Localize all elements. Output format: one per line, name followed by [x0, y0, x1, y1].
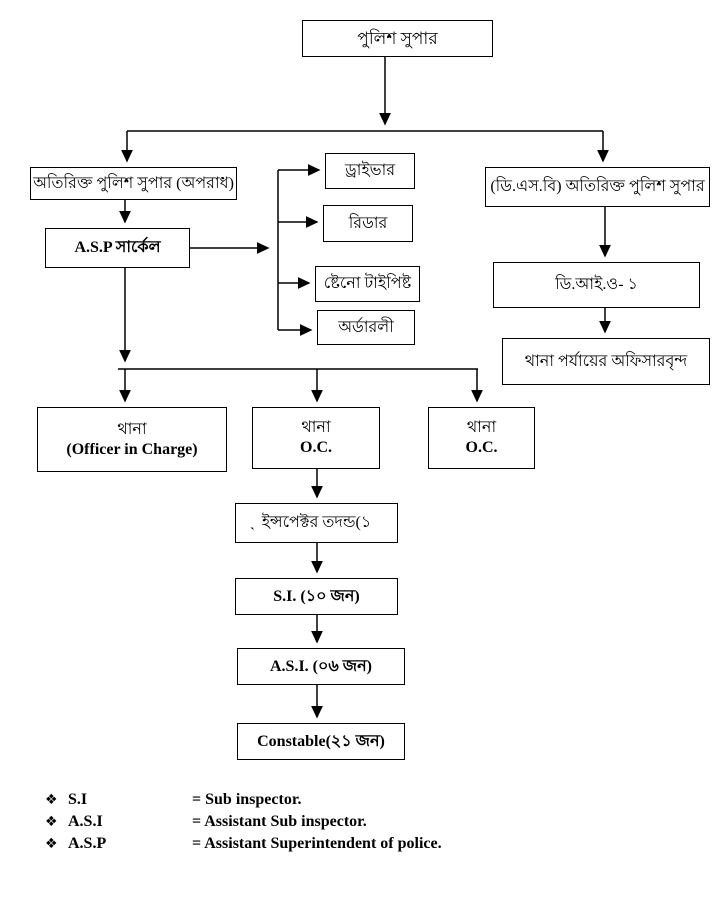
node-thana-level-officers: থানা পর্যায়ের অফিসারবৃন্দ [502, 338, 710, 385]
node-asp-circle: A.S.P সার্কেল [45, 228, 190, 268]
node-si: S.I. (১০ জন) [235, 578, 398, 615]
legend-term: A.S.I [68, 813, 103, 830]
inspector-stray-mark: ` [250, 525, 255, 541]
node-asi: A.S.I. (০৬ জন) [237, 648, 405, 685]
node-thana-officer-in-charge: থানা (Officer in Charge) [37, 407, 227, 472]
node-thana-oic-line2: (Officer in Charge) [66, 440, 198, 458]
node-reader: রিডার [323, 205, 413, 242]
diamond-bullet-icon: ❖ [45, 837, 58, 852]
node-thana-oc-right: থানা O.C. [428, 407, 535, 469]
legend-term: A.S.P [68, 835, 107, 852]
node-orderly: অর্ডারলী [317, 310, 415, 345]
node-thana-oc-right-line2: O.C. [465, 439, 498, 456]
legend-row-asi: ❖ A.S.I = Assistant Sub inspector. [45, 813, 605, 835]
legend-term: S.I [68, 791, 88, 808]
connector-group [118, 57, 611, 719]
node-dio-1: ডি.আই.ও- ১ [493, 262, 700, 308]
node-thana-oic-line1: থানা [117, 420, 147, 438]
node-police-super: পুলিশ সুপার [302, 20, 493, 57]
node-inspector-investigation: ইন্সপেক্টর তদন্ড(১ ` [235, 503, 398, 543]
node-thana-oc-right-line1: থানা [466, 419, 497, 436]
legend-row-asp: ❖ A.S.P = Assistant Superintendent of po… [45, 835, 605, 857]
node-steno-typist: ষ্টেনো টাইপিষ্ট [315, 266, 420, 302]
node-inspector-label: ইন্সপেক্টর তদন্ড(১ [261, 514, 372, 531]
legend-row-si: ❖ S.I = Sub inspector. [45, 791, 605, 813]
node-thana-oc-middle-line2: O.C. [300, 439, 332, 456]
legend-definition: = Sub inspector. [192, 791, 302, 808]
node-thana-oc-middle: থানা O.C. [252, 407, 380, 469]
node-dsb-additional-super: (ডি.এস.বি) অতিরিক্ত পুলিশ সুপার [485, 167, 710, 207]
legend: ❖ S.I = Sub inspector. ❖ A.S.I = Assista… [45, 791, 605, 857]
node-additional-super-crime: অতিরিক্ত পুলিশ সুপার (অপরাধ) [30, 167, 237, 200]
diamond-bullet-icon: ❖ [45, 815, 58, 830]
node-constable: Constable(২১ জন) [237, 723, 405, 760]
node-driver: ড্রাইভার [325, 153, 415, 189]
diamond-bullet-icon: ❖ [45, 793, 58, 808]
legend-definition: = Assistant Superintendent of police. [192, 835, 442, 852]
legend-definition: = Assistant Sub inspector. [192, 813, 367, 830]
node-thana-oc-middle-line1: থানা [301, 419, 331, 436]
